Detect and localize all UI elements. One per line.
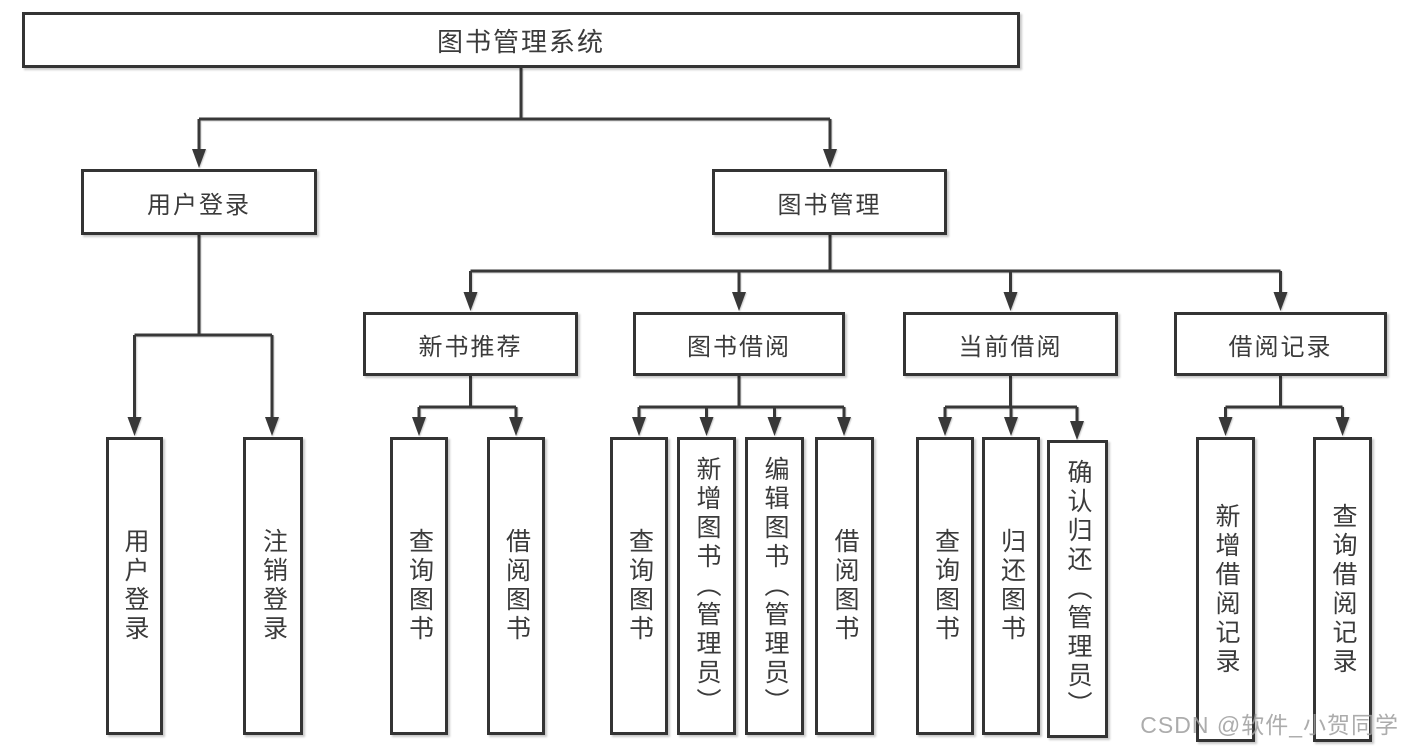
connector-bookborrow-to-leaves (637, 376, 846, 420)
node-label: 新增借阅记录 (1212, 502, 1240, 677)
node-label: 注销登录 (259, 528, 288, 644)
leaf-records-add-record: 新增借阅记录 (1196, 437, 1255, 742)
arrowheads (127, 149, 1350, 440)
node-label: 查询图书 (625, 528, 654, 644)
leaf-borrow-edit-book-admin: 编辑图书（管理员） (745, 437, 804, 735)
leaf-current-confirm-return-admin: 确认归还（管理员） (1047, 440, 1108, 738)
node-label: 新书推荐 (418, 333, 523, 361)
connector-records-to-leaves (1224, 376, 1344, 420)
leaf-records-query-record: 查询借阅记录 (1313, 437, 1372, 742)
connector-newbook-to-leaves (417, 376, 518, 420)
leaf-current-query-books: 查询图书 (916, 437, 974, 735)
node-label: 用户登录 (147, 191, 251, 219)
leaf-newbook-query-books: 查询图书 (390, 437, 448, 735)
node-label: 用户登录 (121, 528, 149, 644)
node-label: 查询图书 (405, 528, 434, 644)
node-new-book-recommendation: 新书推荐 (363, 312, 578, 376)
leaf-current-return-books: 归还图书 (982, 437, 1040, 735)
node-label: 借阅记录 (1228, 333, 1333, 361)
leaf-borrow-add-book-admin: 新增图书（管理员） (677, 437, 736, 735)
node-book-management: 图书管理 (712, 169, 947, 235)
node-label: 确认归还（管理员） (1064, 458, 1092, 720)
csdn-watermark: CSDN @软件_小贺同学 (1140, 712, 1399, 738)
node-current-borrowing: 当前借阅 (903, 312, 1118, 376)
node-label: 借阅图书 (502, 528, 531, 644)
node-label: 图书借阅 (687, 333, 791, 361)
connector-bookmgmt-to-level3 (469, 235, 1282, 295)
node-label: 当前借阅 (958, 333, 1063, 361)
node-label: 编辑图书（管理员） (761, 455, 789, 717)
leaf-borrow-query-books: 查询图书 (610, 437, 668, 735)
node-label: 借阅图书 (831, 528, 859, 644)
node-label: 图书管理 (777, 191, 882, 219)
node-label: 查询图书 (931, 528, 960, 644)
node-user-login: 用户登录 (81, 169, 317, 235)
node-borrowing-records: 借阅记录 (1174, 312, 1387, 376)
connector-userlogin-to-leaves (133, 235, 274, 420)
leaf-borrow-borrow-books: 借阅图书 (815, 437, 874, 735)
node-book-borrowing: 图书借阅 (633, 312, 845, 376)
node-label: 归还图书 (997, 528, 1026, 644)
connector-root-to-level2 (197, 68, 832, 152)
leaf-newbook-borrow-books: 借阅图书 (487, 437, 545, 735)
node-label: 查询借阅记录 (1329, 502, 1357, 677)
node-label: 图书管理系统 (436, 26, 605, 57)
node-root-library-management-system: 图书管理系统 (22, 12, 1020, 68)
node-label: 新增图书（管理员） (693, 455, 721, 717)
connector-currentborrow-to-leaves (943, 376, 1079, 424)
leaf-user-login: 用户登录 (106, 437, 163, 735)
leaf-logout: 注销登录 (243, 437, 303, 735)
